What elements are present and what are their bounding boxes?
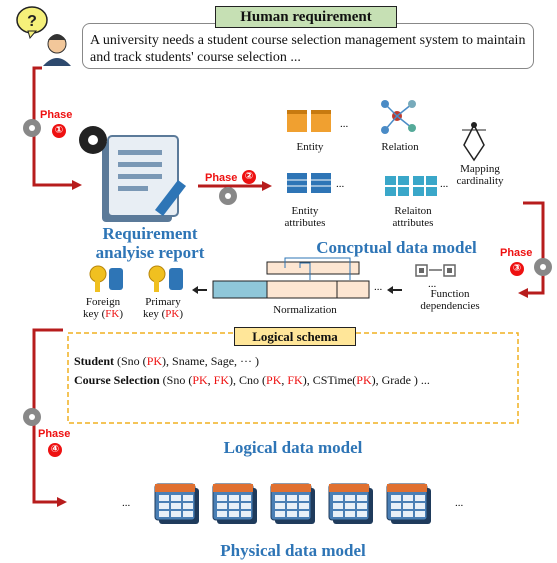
physical-ellipsis-right: ... [455,497,464,509]
requirement-report-line1: Requirement [102,224,198,243]
normalization-tables-icon [212,257,370,299]
physical-ellipsis-left: ... [122,497,131,509]
entity-attributes-icon [287,173,331,193]
entity-ellipsis: ... [340,118,349,130]
phase-3-number: ③ [510,262,524,276]
document-icon [102,135,186,222]
primary-key-icon [148,265,183,292]
human-requirement-text: A university needs a student course sele… [90,33,526,65]
user-icon [43,34,71,66]
entity-label: Entity [296,141,324,153]
entity-icon [287,110,331,132]
relation-attributes-ellipsis: ... [440,178,449,190]
human-requirement-title: Human requirement [215,6,397,28]
entity-attributes-label: Entity attributes [284,205,326,229]
normalization-label: Normalization [273,304,337,316]
phase-1-number: ① [52,124,66,138]
function-dependency-ellipsis: ... [428,278,437,290]
relation-attributes-label: Relaiton attributes [392,205,434,229]
phase-1-label: Phase [40,109,73,121]
database-table-icon [212,483,257,524]
normalization-ellipsis: ... [374,281,383,293]
requirement-text-box [82,23,534,69]
svg-text:?: ? [27,13,37,30]
database-table-icon [386,483,431,524]
physical-model-title: Physical data model [220,541,366,560]
logical-schema-title: Logical schema [234,327,356,346]
logical-model-title: Logical data model [223,438,363,457]
course-selection-table-name: Course Selection [74,373,160,387]
phase-2-number: ② [242,170,256,184]
database-table-icon [270,483,315,524]
requirement-report-title: Requirement analyise report [60,224,240,262]
course-selection-schema-row: Course Selection (Sno (PK, FK), Cno (PK,… [74,373,430,388]
phase-4-number: ④ [48,443,62,457]
relation-icon [381,100,416,134]
database-table-icons [154,483,431,524]
gear-icon [23,119,41,137]
database-table-icon [154,483,199,524]
mapping-pen-icon [462,122,486,162]
foreign-key-icon [89,265,123,292]
relation-attributes-icon [385,176,437,196]
student-table-name: Student [74,354,115,368]
gear-icon [534,258,552,276]
question-bubble-icon: ? [16,6,48,40]
student-columns: (Sno (PK), Sname, Sage, ··· ) [117,354,259,368]
phase-3-label: Phase [500,247,533,259]
function-dependencies-label: Function dependencies [420,288,480,312]
gear-icon [219,187,237,205]
course-selection-columns: (Sno (PK, FK), Cno (PK, FK), CSTime(PK),… [162,373,430,387]
conceptual-model-title: Concptual data model [316,238,477,257]
phase-4-label: Phase [38,428,71,440]
phase-2-label: Phase [205,172,238,184]
entity-attributes-ellipsis: ... [336,178,345,190]
student-schema-row: Student (Sno (PK), Sname, Sage, ··· ) [74,354,259,369]
gear-brain-icon [79,126,107,154]
arrow-phase3 [523,201,545,295]
mapping-cardinality-label: Mapping cardinality [456,163,504,187]
database-table-icon [328,483,373,524]
requirement-report-line2: analyise report [95,243,205,262]
function-dependency-icon [415,264,456,277]
gear-icon [23,408,41,426]
relation-label: Relation [381,141,419,153]
